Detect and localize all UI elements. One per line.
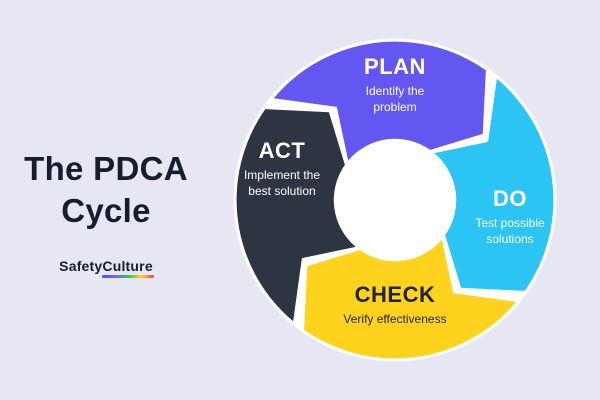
- cycle-graphic: [233, 38, 557, 362]
- left-column: The PDCA Cycle SafetyCulture: [0, 148, 212, 279]
- segment-do-label: DO Test possible solutions: [455, 186, 565, 247]
- segment-act-label: ACT Implement the best solution: [227, 138, 337, 199]
- brand-logo: SafetyCulture: [0, 258, 212, 279]
- brand-gradient-underline: [101, 275, 154, 279]
- brand-wordmark-part1: Safety: [59, 258, 103, 275]
- segment-plan-shape: [273, 41, 486, 161]
- page-title: The PDCA Cycle: [0, 148, 212, 232]
- segment-check-shape: [304, 239, 517, 359]
- segment-do-shape: [434, 78, 554, 291]
- segment-act-description: Implement the best solution: [243, 168, 321, 199]
- segment-check-description: Verify effectiveness: [343, 312, 447, 326]
- segment-plan-description: Identify the problem: [365, 84, 425, 115]
- segment-do-description: Test possible solutions: [475, 216, 545, 247]
- brand-wordmark-part2: Culture: [102, 258, 153, 275]
- page-title-line1: The PDCA: [24, 150, 188, 187]
- segment-do-title: DO: [493, 186, 527, 211]
- segment-check-title: CHECK: [354, 282, 436, 307]
- segment-plan-label: PLAN Identify the problem: [325, 54, 465, 115]
- segment-check-label: CHECK Verify effectiveness: [295, 282, 495, 327]
- segment-plan-title: PLAN: [364, 54, 426, 79]
- segment-act-shape: [236, 109, 356, 322]
- pdca-cycle-diagram: PLAN Identify the problem DO Test possib…: [205, 10, 585, 390]
- brand-wordmark: SafetyCulture: [59, 258, 154, 279]
- segment-act-title: ACT: [258, 138, 306, 163]
- page-title-line2: Cycle: [61, 192, 151, 230]
